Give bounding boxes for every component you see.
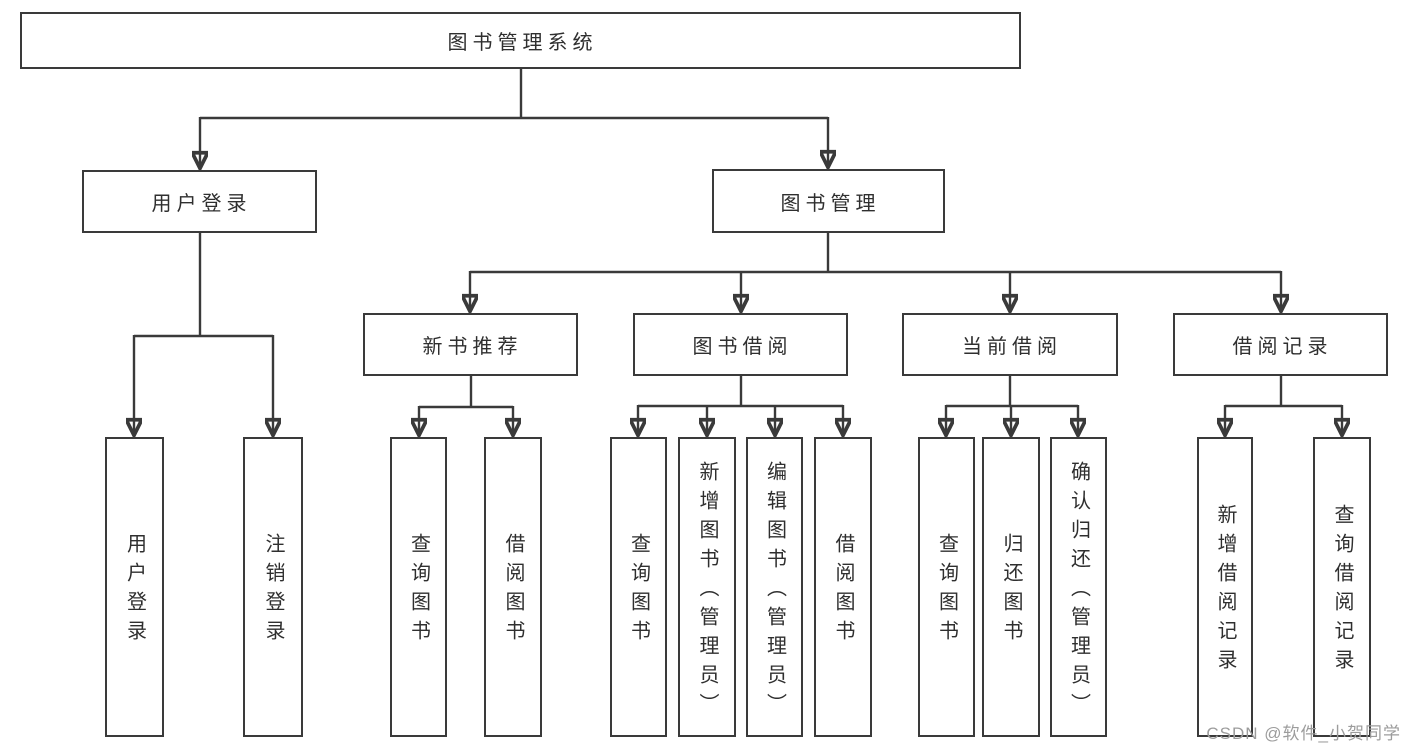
leaf-user-login: 用户登录 [105, 437, 164, 737]
node-book-management: 图书管理 [712, 169, 945, 233]
node-library-system-label: 图书管理系统 [447, 32, 598, 54]
node-current-borrowing: 当前借阅 [902, 313, 1118, 376]
connectors-new-book-children [419, 375, 513, 433]
connectors-user-login-children [134, 232, 273, 433]
leaf-current-query-books: 查询图书 [918, 437, 975, 737]
connectors-borrow-children [638, 375, 843, 433]
leaf-borrow-edit-books-admin-label: 编辑图书（管理员） [763, 460, 786, 722]
leaf-logout-label: 注销登录 [262, 533, 284, 649]
csdn-watermark: CSDN @软件_小贺同学 [1206, 724, 1401, 743]
leaf-newbook-query-books: 查询图书 [390, 437, 447, 737]
node-user-login-label: 用户登录 [151, 193, 252, 215]
leaf-borrow-edit-books-admin: 编辑图书（管理员） [746, 437, 803, 737]
leaf-borrow-query-books: 查询图书 [610, 437, 667, 737]
leaf-newbook-borrow-books-label: 借阅图书 [502, 533, 524, 649]
connectors-current-children [946, 375, 1078, 433]
node-user-login: 用户登录 [82, 170, 317, 233]
leaf-user-login-label: 用户登录 [123, 533, 146, 649]
connectors-book-mgmt-to-level3 [470, 232, 1281, 309]
leaf-newbook-query-books-label: 查询图书 [407, 533, 430, 649]
leaf-current-confirm-return-admin-label: 确认归还（管理员） [1067, 460, 1090, 722]
leaf-logout: 注销登录 [243, 437, 303, 737]
node-book-borrowing: 图书借阅 [633, 313, 848, 376]
leaf-records-query-record-label: 查询借阅记录 [1331, 504, 1353, 678]
connectors-root-to-level2 [200, 68, 828, 166]
leaf-current-return-books: 归还图书 [982, 437, 1040, 737]
node-borrowing-records-label: 借阅记录 [1232, 336, 1333, 358]
leaf-borrow-add-books-admin-label: 新增图书（管理员） [696, 460, 718, 722]
connectors-records-children [1225, 375, 1342, 433]
node-book-management-label: 图书管理 [780, 192, 881, 215]
leaf-newbook-borrow-books: 借阅图书 [484, 437, 542, 737]
node-borrowing-records: 借阅记录 [1173, 313, 1388, 376]
leaf-borrow-query-books-label: 查询图书 [627, 533, 650, 649]
node-library-system: 图书管理系统 [20, 12, 1021, 69]
leaf-records-add-record-label: 新增借阅记录 [1214, 504, 1236, 678]
node-current-borrowing-label: 当前借阅 [962, 336, 1062, 358]
leaf-borrow-add-books-admin: 新增图书（管理员） [678, 437, 736, 737]
node-new-book-recommendation: 新书推荐 [363, 313, 578, 376]
leaf-current-confirm-return-admin: 确认归还（管理员） [1050, 437, 1107, 737]
leaf-borrow-borrow-books: 借阅图书 [814, 437, 872, 737]
leaf-records-add-record: 新增借阅记录 [1197, 437, 1253, 737]
leaf-current-query-books-label: 查询图书 [935, 533, 958, 649]
leaf-current-return-books-label: 归还图书 [1000, 533, 1022, 649]
leaf-borrow-borrow-books-label: 借阅图书 [832, 533, 854, 649]
node-book-borrowing-label: 图书借阅 [692, 336, 793, 358]
node-new-book-recommendation-label: 新书推荐 [422, 336, 523, 358]
leaf-records-query-record: 查询借阅记录 [1313, 437, 1371, 737]
